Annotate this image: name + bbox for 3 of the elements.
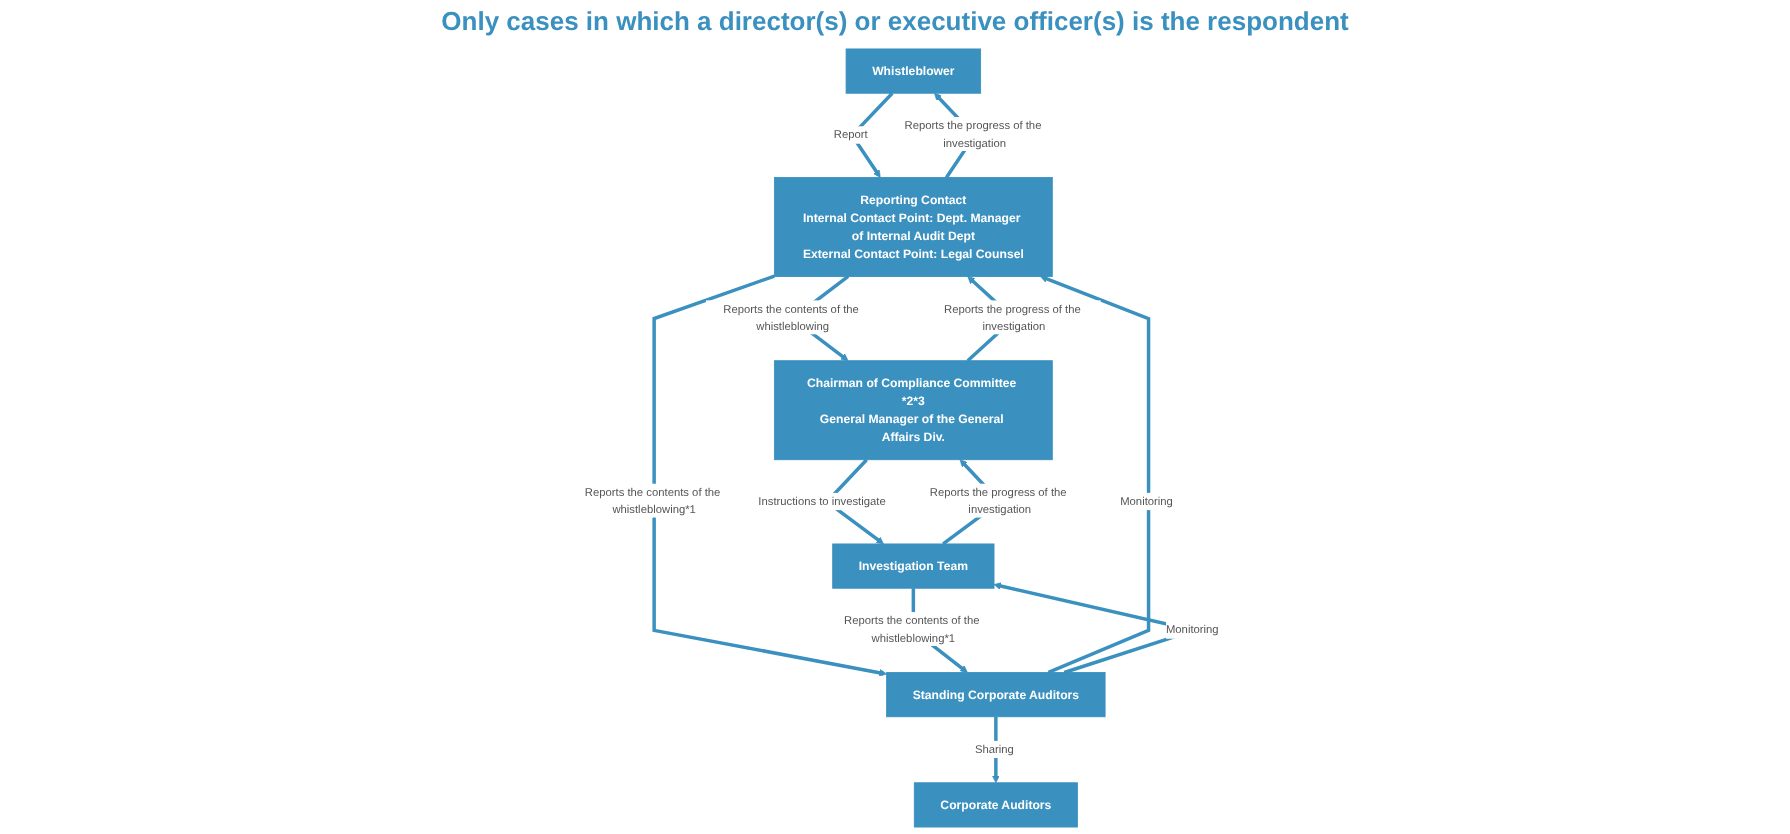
note-text: Only cases in which a director(s) or executive officer(s) is the respondent [441, 6, 1349, 36]
arrow [992, 716, 1000, 784]
arrow [1040, 275, 1151, 675]
